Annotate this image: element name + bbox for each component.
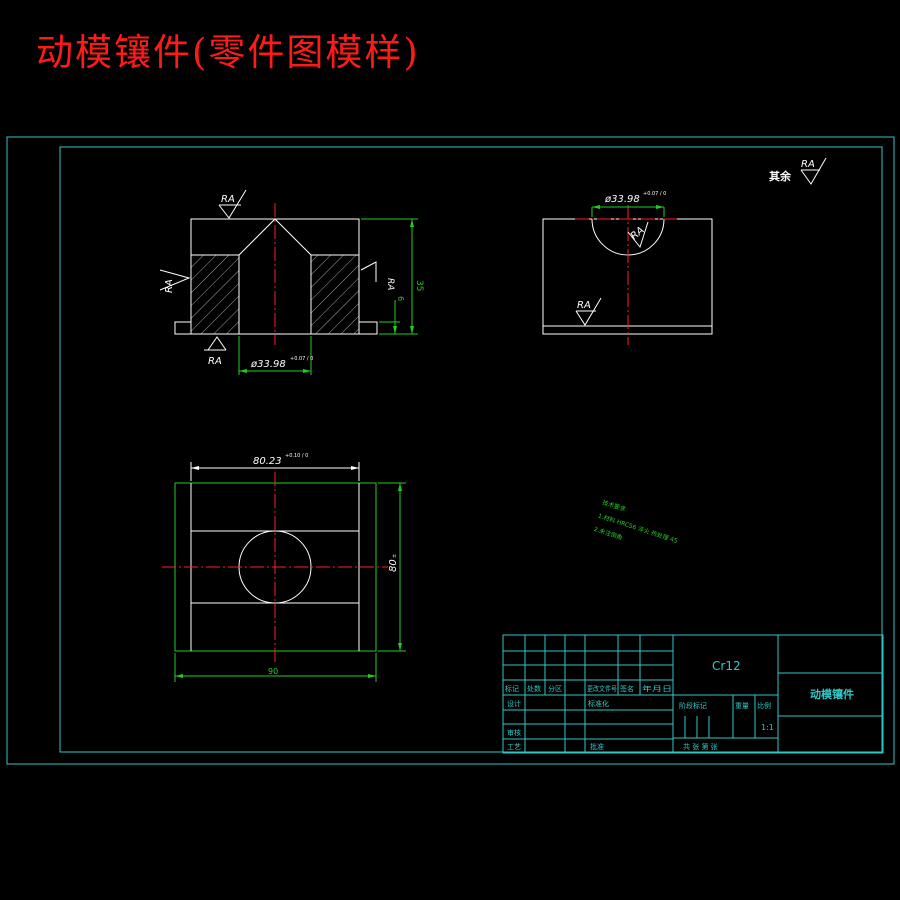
hdr-sign: 签名 bbox=[620, 684, 634, 693]
plan-overall-dim: 90 bbox=[268, 667, 278, 676]
title-block-text: Cr12 动模镶件 标记 处数 分区 更改文件号 签名 年月日 设计 标准化 审… bbox=[505, 659, 854, 751]
part-name-label: 动模镶件 bbox=[810, 687, 854, 701]
plan-width-dim: 80.23 bbox=[253, 456, 282, 467]
front-right-ra: RA bbox=[385, 278, 395, 290]
side-bottom-ra: RA bbox=[577, 300, 591, 311]
side-view: ø33.98 +0.07 / 0 RA RA bbox=[542, 191, 713, 345]
side-bore-tol: +0.07 / 0 bbox=[643, 191, 666, 197]
scale-label: 比例 bbox=[757, 701, 771, 710]
material-label: Cr12 bbox=[712, 659, 741, 673]
plan-height-tol: ± bbox=[392, 554, 398, 558]
hdr-change: 更改文件号 bbox=[587, 684, 617, 693]
hdr-date: 年月日 bbox=[642, 684, 672, 693]
page-title: 动模镶件(零件图模样) bbox=[36, 31, 420, 74]
outer-frame bbox=[6, 136, 895, 765]
stage-mark-label: 阶段标记 bbox=[679, 701, 707, 710]
hatch-right bbox=[310, 254, 360, 335]
title-block bbox=[502, 634, 884, 754]
plan-view: 80.23 +0.10 / 0 80 ± 90 bbox=[162, 453, 406, 682]
sheets-label: 共 张 第 张 bbox=[683, 742, 718, 751]
process-label: 工艺 bbox=[507, 743, 521, 751]
hdr-zone: 分区 bbox=[548, 684, 562, 693]
hdr-count: 处数 bbox=[527, 684, 541, 693]
other-finish-note: 其余 RA bbox=[769, 157, 827, 185]
side-bore-dim: ø33.98 bbox=[604, 194, 640, 205]
front-bore-dim: ø33.98 bbox=[250, 359, 286, 370]
hdr-mark: 标记 bbox=[505, 684, 519, 693]
front-bore-tol: +0.07 / 0 bbox=[290, 356, 313, 362]
plan-height-dim: 80 bbox=[388, 559, 399, 572]
design-label: 设计 bbox=[507, 699, 521, 708]
technical-notes: 技术要求 1.材料 HRC56 淬火 热处理 45 2.未注倒角 bbox=[593, 498, 679, 545]
other-finish-ra: RA bbox=[801, 159, 815, 170]
weight-label: 重量 bbox=[735, 702, 749, 710]
review-label: 审核 bbox=[507, 728, 521, 737]
front-step-dim: 6 bbox=[396, 296, 405, 301]
front-height-dim: 35 bbox=[414, 280, 424, 291]
front-bottom-ra: RA bbox=[208, 356, 222, 367]
note-line-1: 技术要求 bbox=[601, 498, 626, 513]
note-line-2: 1.材料 HRC56 淬火 热处理 45 bbox=[597, 512, 679, 545]
scale-value: 1:1 bbox=[761, 723, 774, 732]
inner-frame bbox=[59, 146, 883, 753]
front-section-view: RA RA RA RA ø33.98 +0.07 / 0 35 6 bbox=[159, 189, 424, 375]
note-line-3: 2.未注倒角 bbox=[593, 525, 624, 542]
plan-width-tol: +0.10 / 0 bbox=[285, 453, 308, 459]
hatch-left bbox=[190, 254, 240, 335]
other-finish-symbol bbox=[800, 157, 827, 185]
approve-label: 批准 bbox=[590, 742, 604, 751]
front-top-ra: RA bbox=[221, 194, 235, 205]
standardize-label: 标准化 bbox=[588, 699, 609, 708]
other-finish-label: 其余 bbox=[769, 169, 792, 183]
